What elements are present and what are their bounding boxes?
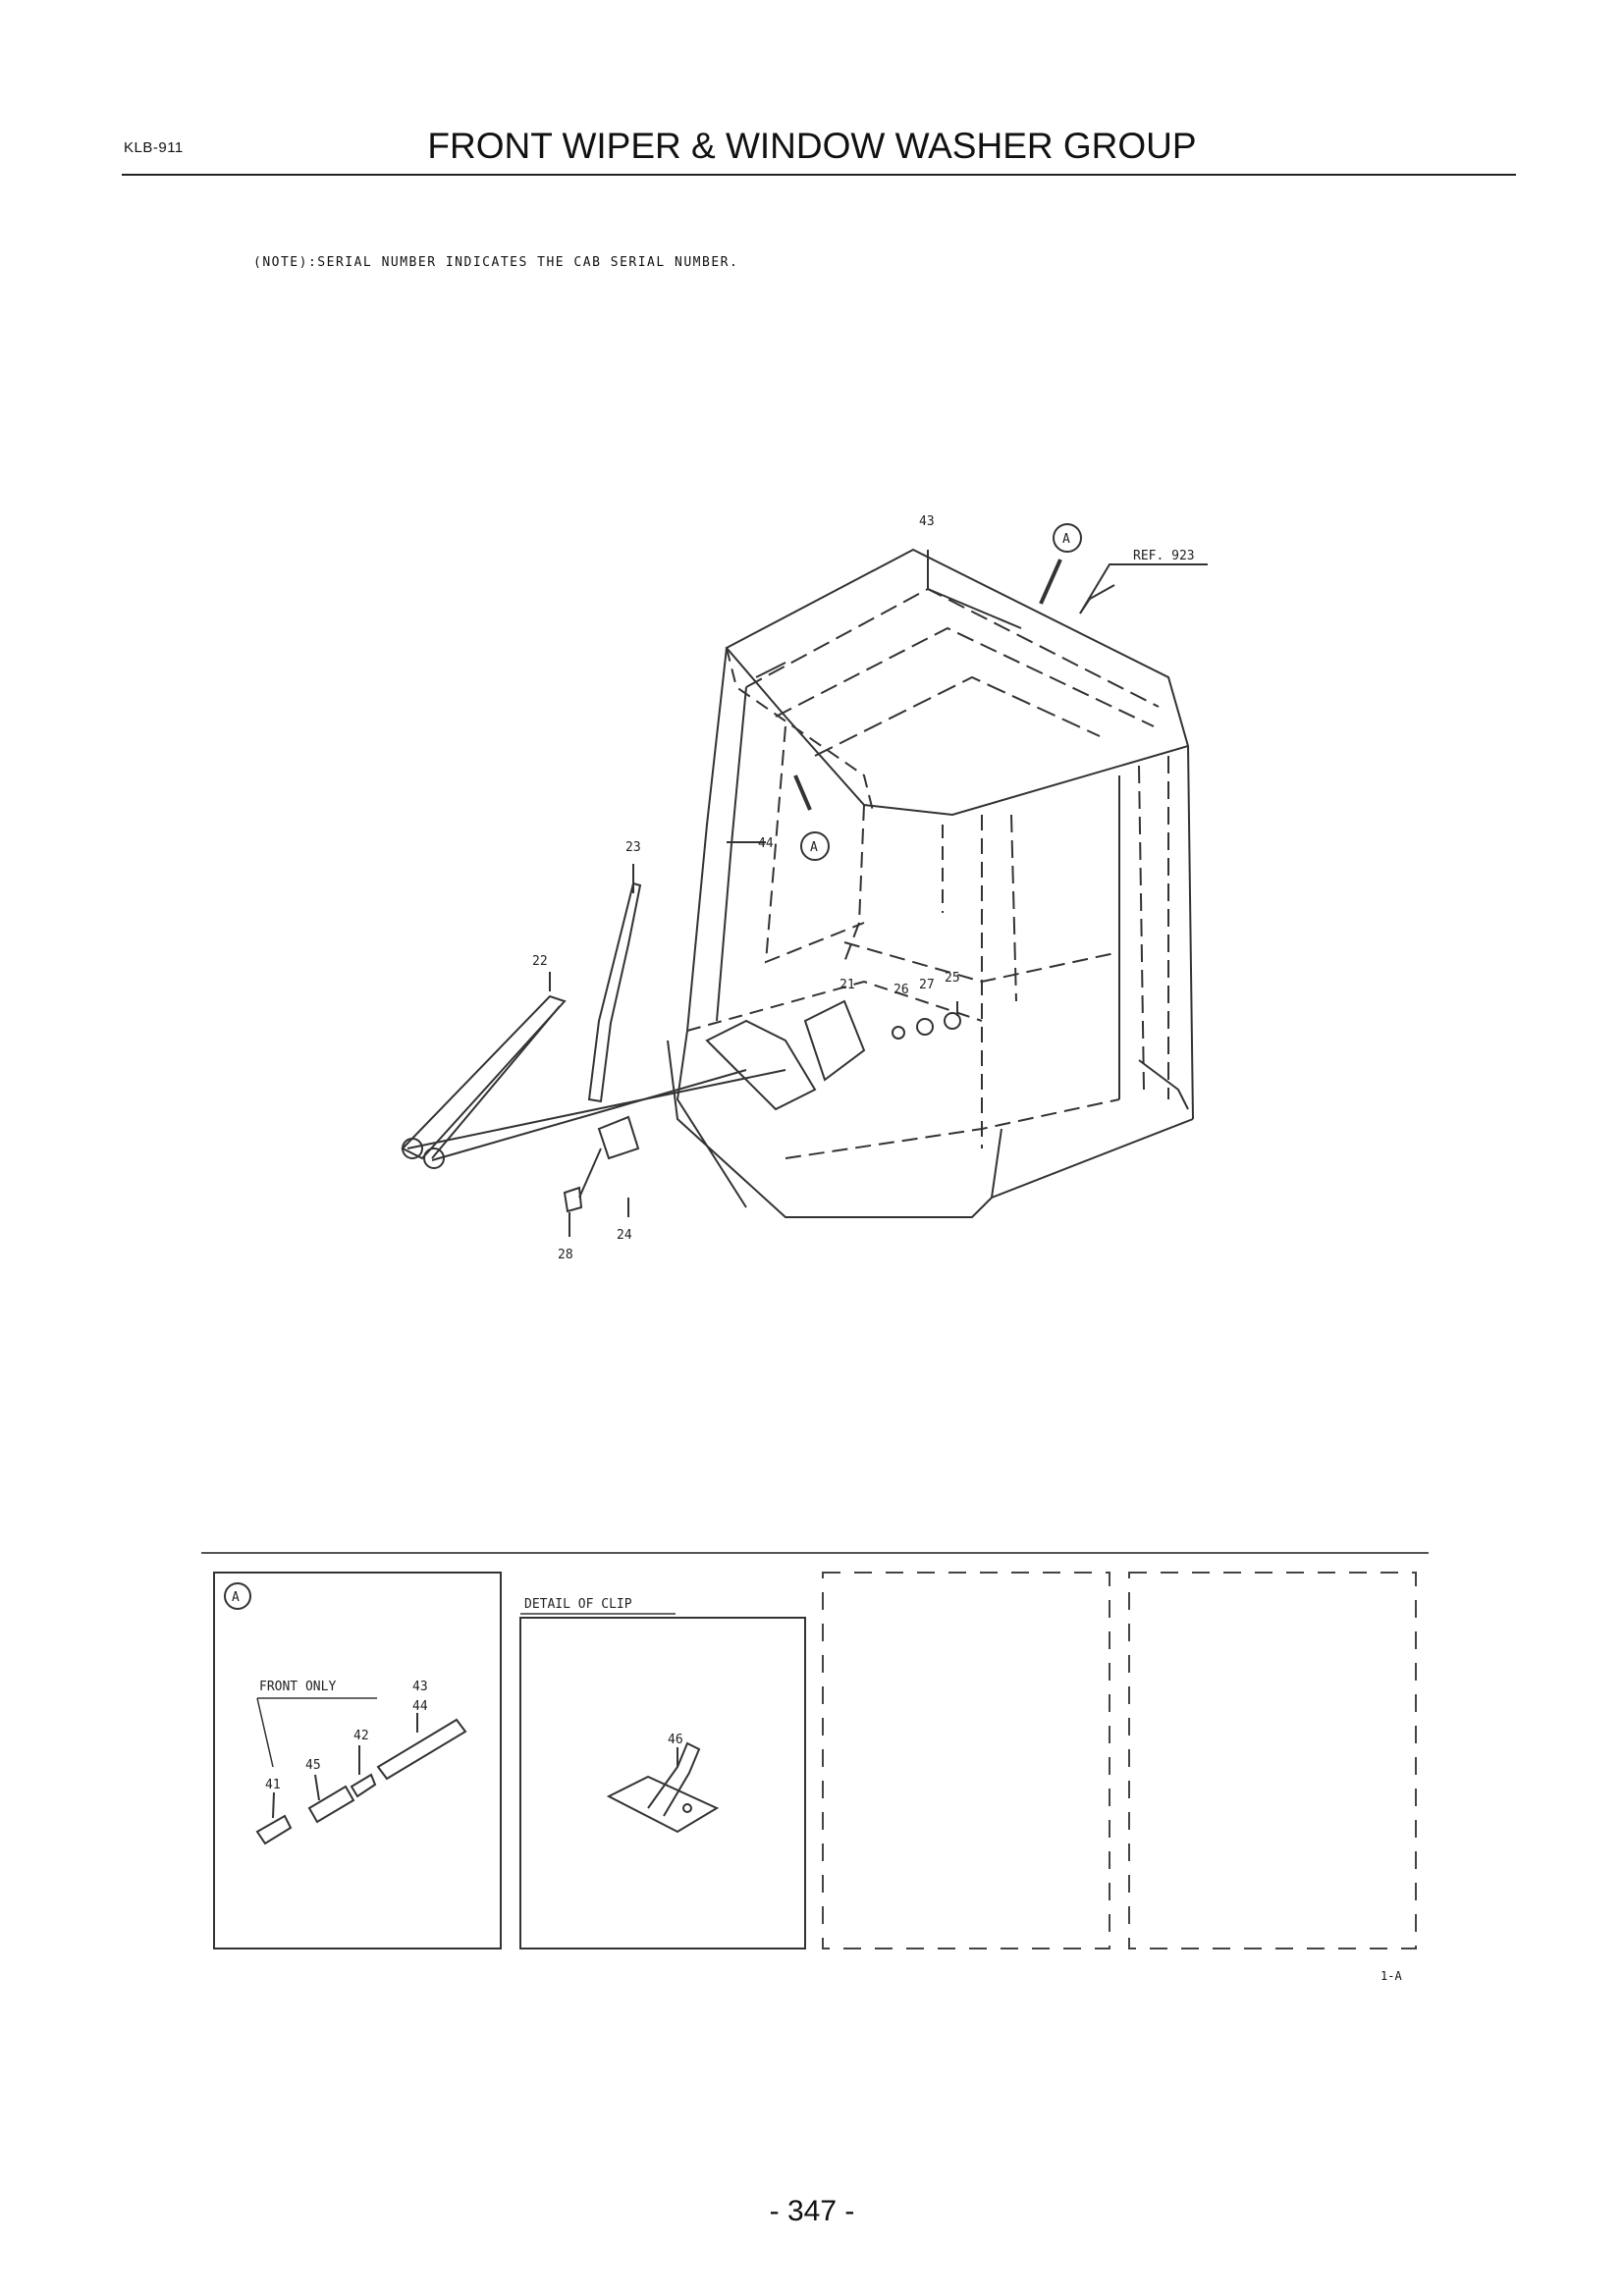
page-title: FRONT WIPER & WINDOW WASHER GROUP [427,126,1197,166]
page-number: - 347 - [769,2195,855,2227]
callout-25: 25 [945,971,960,986]
bolt-28 [563,1186,583,1213]
front-only-label: FRONT ONLY [259,1680,336,1694]
serial-note: (NOTE):SERIAL NUMBER INDICATES THE CAB S… [253,255,739,270]
empty-panel-3 [822,1572,1110,1949]
view-a-letter-top: A [1062,532,1070,547]
nozzle-41 [255,1814,293,1845]
detail-a-frame [213,1572,502,1949]
wiper-mount-bracket [705,1019,817,1111]
clip-24 [597,1115,640,1160]
detail-a-letter: A [232,1590,240,1605]
wiper-arm-22 [401,994,567,1160]
wiper-blade-23 [587,881,642,1103]
joint-42 [350,1773,377,1798]
callout-26: 26 [893,983,909,997]
detail-a-callout-44: 44 [412,1699,428,1714]
view-a-marker-top [1053,523,1082,553]
detail-a-callout-41: 41 [265,1778,281,1792]
cab-floor-edge [667,1040,1194,1218]
callout-43: 43 [919,514,935,529]
detail-a-callout-45: 45 [305,1758,321,1773]
clip-46 [606,1741,720,1834]
sheet-code: 1-A [1380,1969,1402,1983]
callout-44: 44 [758,836,774,851]
callout-21: 21 [839,978,855,992]
ref-label: REF. 923 [1133,549,1195,563]
view-a-marker-mid [800,831,830,861]
detail-clip-title: DETAIL OF CLIP [524,1597,632,1612]
cab-rear-pillar [1187,745,1194,1120]
hose-45 [307,1785,355,1824]
view-a-letter-mid: A [810,840,818,855]
callout-23: 23 [625,840,641,855]
empty-panel-4 [1128,1572,1417,1949]
detail-clip-frame [519,1617,806,1949]
title-divider [122,174,1516,176]
hose-44 [376,1718,467,1781]
callout-24: 24 [617,1228,632,1243]
wiper-motor-21 [803,999,866,1082]
detail-a-callout-43: 43 [412,1680,428,1694]
callout-27: 27 [919,978,935,992]
detail-a-marker [224,1582,251,1610]
callout-28: 28 [558,1248,573,1262]
detail-a-callout-42: 42 [353,1729,369,1743]
callout-22: 22 [532,954,548,969]
document-code: KLB-911 [124,139,184,156]
detail-clip-callout-46: 46 [668,1733,683,1747]
